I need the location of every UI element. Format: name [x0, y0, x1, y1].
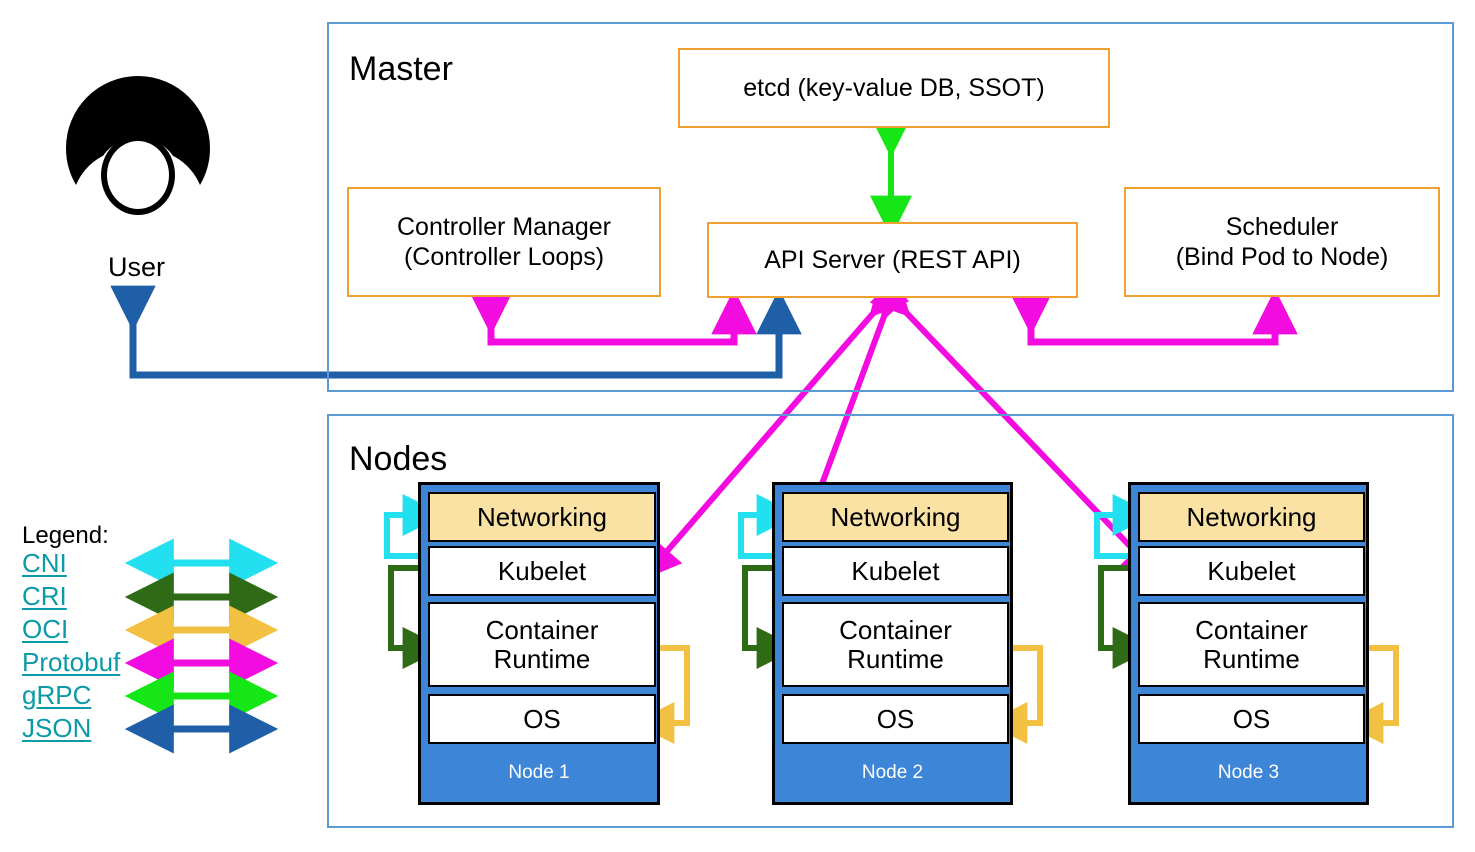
node-1-networking-label: Networking — [476, 501, 608, 532]
nodes-group — [327, 414, 1454, 828]
node-2-kubelet-row[interactable]: Kubelet — [782, 546, 1009, 596]
node-card-node-3[interactable]: Networking Kubelet Container Runtime OS … — [1128, 482, 1369, 805]
etcd-box[interactable]: etcd (key-value DB, SSOT) — [678, 48, 1110, 128]
node-card-node-2[interactable]: Networking Kubelet Container Runtime OS … — [772, 482, 1013, 805]
user-label: User — [108, 252, 166, 282]
user-avatar-icon — [65, 76, 211, 224]
node-1-container-runtime-row[interactable]: Container Runtime — [428, 602, 656, 687]
node-1-os-label: OS — [523, 703, 561, 734]
legend-item-json[interactable]: JSON — [22, 713, 92, 743]
node-2-container-runtime-row[interactable]: Container Runtime — [782, 602, 1009, 687]
node-1-container-runtime-label-line2: Runtime — [493, 643, 591, 674]
node-2-networking-row[interactable]: Networking — [782, 492, 1009, 542]
master-group-title: Master — [349, 50, 453, 88]
node-2-container-runtime-label-line1: Container — [839, 614, 952, 645]
controller-manager-box[interactable]: Controller Manager (Controller Loops) — [347, 187, 661, 297]
node-3-name-label: Node 3 — [1217, 762, 1280, 783]
api-server-box[interactable]: API Server (REST API) — [707, 222, 1078, 298]
scheduler-label-line1: Scheduler — [1225, 212, 1339, 241]
node-1-networking-row[interactable]: Networking — [428, 492, 656, 542]
node-2-networking-label: Networking — [830, 501, 961, 532]
api-server-label: API Server (REST API) — [764, 245, 1021, 274]
legend-item-cri[interactable]: CRI — [22, 581, 67, 611]
node-1-name-label: Node 1 — [508, 762, 570, 783]
scheduler-box[interactable]: Scheduler (Bind Pod to Node) — [1124, 187, 1440, 297]
node-2-os-row[interactable]: OS — [782, 694, 1009, 744]
node-3-os-row[interactable]: OS — [1138, 694, 1365, 744]
legend-item-protobuf[interactable]: Protobuf — [22, 647, 121, 677]
node-1-os-row[interactable]: OS — [428, 694, 656, 744]
node-1-container-runtime-label-line1: Container — [485, 614, 599, 645]
scheduler-label-line2: (Bind Pod to Node) — [1175, 243, 1389, 271]
legend-item-grpc[interactable]: gRPC — [22, 680, 92, 710]
nodes-group-title: Nodes — [349, 440, 448, 478]
node-3-networking-label: Networking — [1186, 501, 1317, 532]
master-group — [327, 22, 1454, 392]
legend-item-cni[interactable]: CNI — [22, 548, 67, 578]
node-2-container-runtime-label-line2: Runtime — [847, 643, 944, 674]
node-2-name-label: Node 2 — [861, 762, 924, 783]
node-3-kubelet-label: Kubelet — [1207, 555, 1296, 586]
node-3-container-runtime-label-line1: Container — [1195, 614, 1308, 645]
node-3-container-runtime-label-line2: Runtime — [1203, 643, 1300, 674]
legend-title: Legend: — [22, 522, 109, 549]
node-card-node-1[interactable]: Networking Kubelet Container Runtime OS … — [418, 482, 660, 805]
node-3-os-label: OS — [1232, 703, 1271, 734]
controller-manager-label-line1: Controller Manager — [397, 212, 611, 241]
node-3-container-runtime-row[interactable]: Container Runtime — [1138, 602, 1365, 687]
node-2-os-label: OS — [876, 703, 915, 734]
node-1-kubelet-row[interactable]: Kubelet — [428, 546, 656, 596]
node-2-kubelet-label: Kubelet — [851, 555, 940, 586]
controller-manager-label-line2: (Controller Loops) — [403, 243, 605, 271]
node-1-kubelet-label: Kubelet — [497, 555, 587, 586]
legend-item-oci[interactable]: OCI — [22, 614, 69, 644]
node-3-kubelet-row[interactable]: Kubelet — [1138, 546, 1365, 596]
node-3-networking-row[interactable]: Networking — [1138, 492, 1365, 542]
etcd-label: etcd (key-value DB, SSOT) — [743, 73, 1045, 102]
